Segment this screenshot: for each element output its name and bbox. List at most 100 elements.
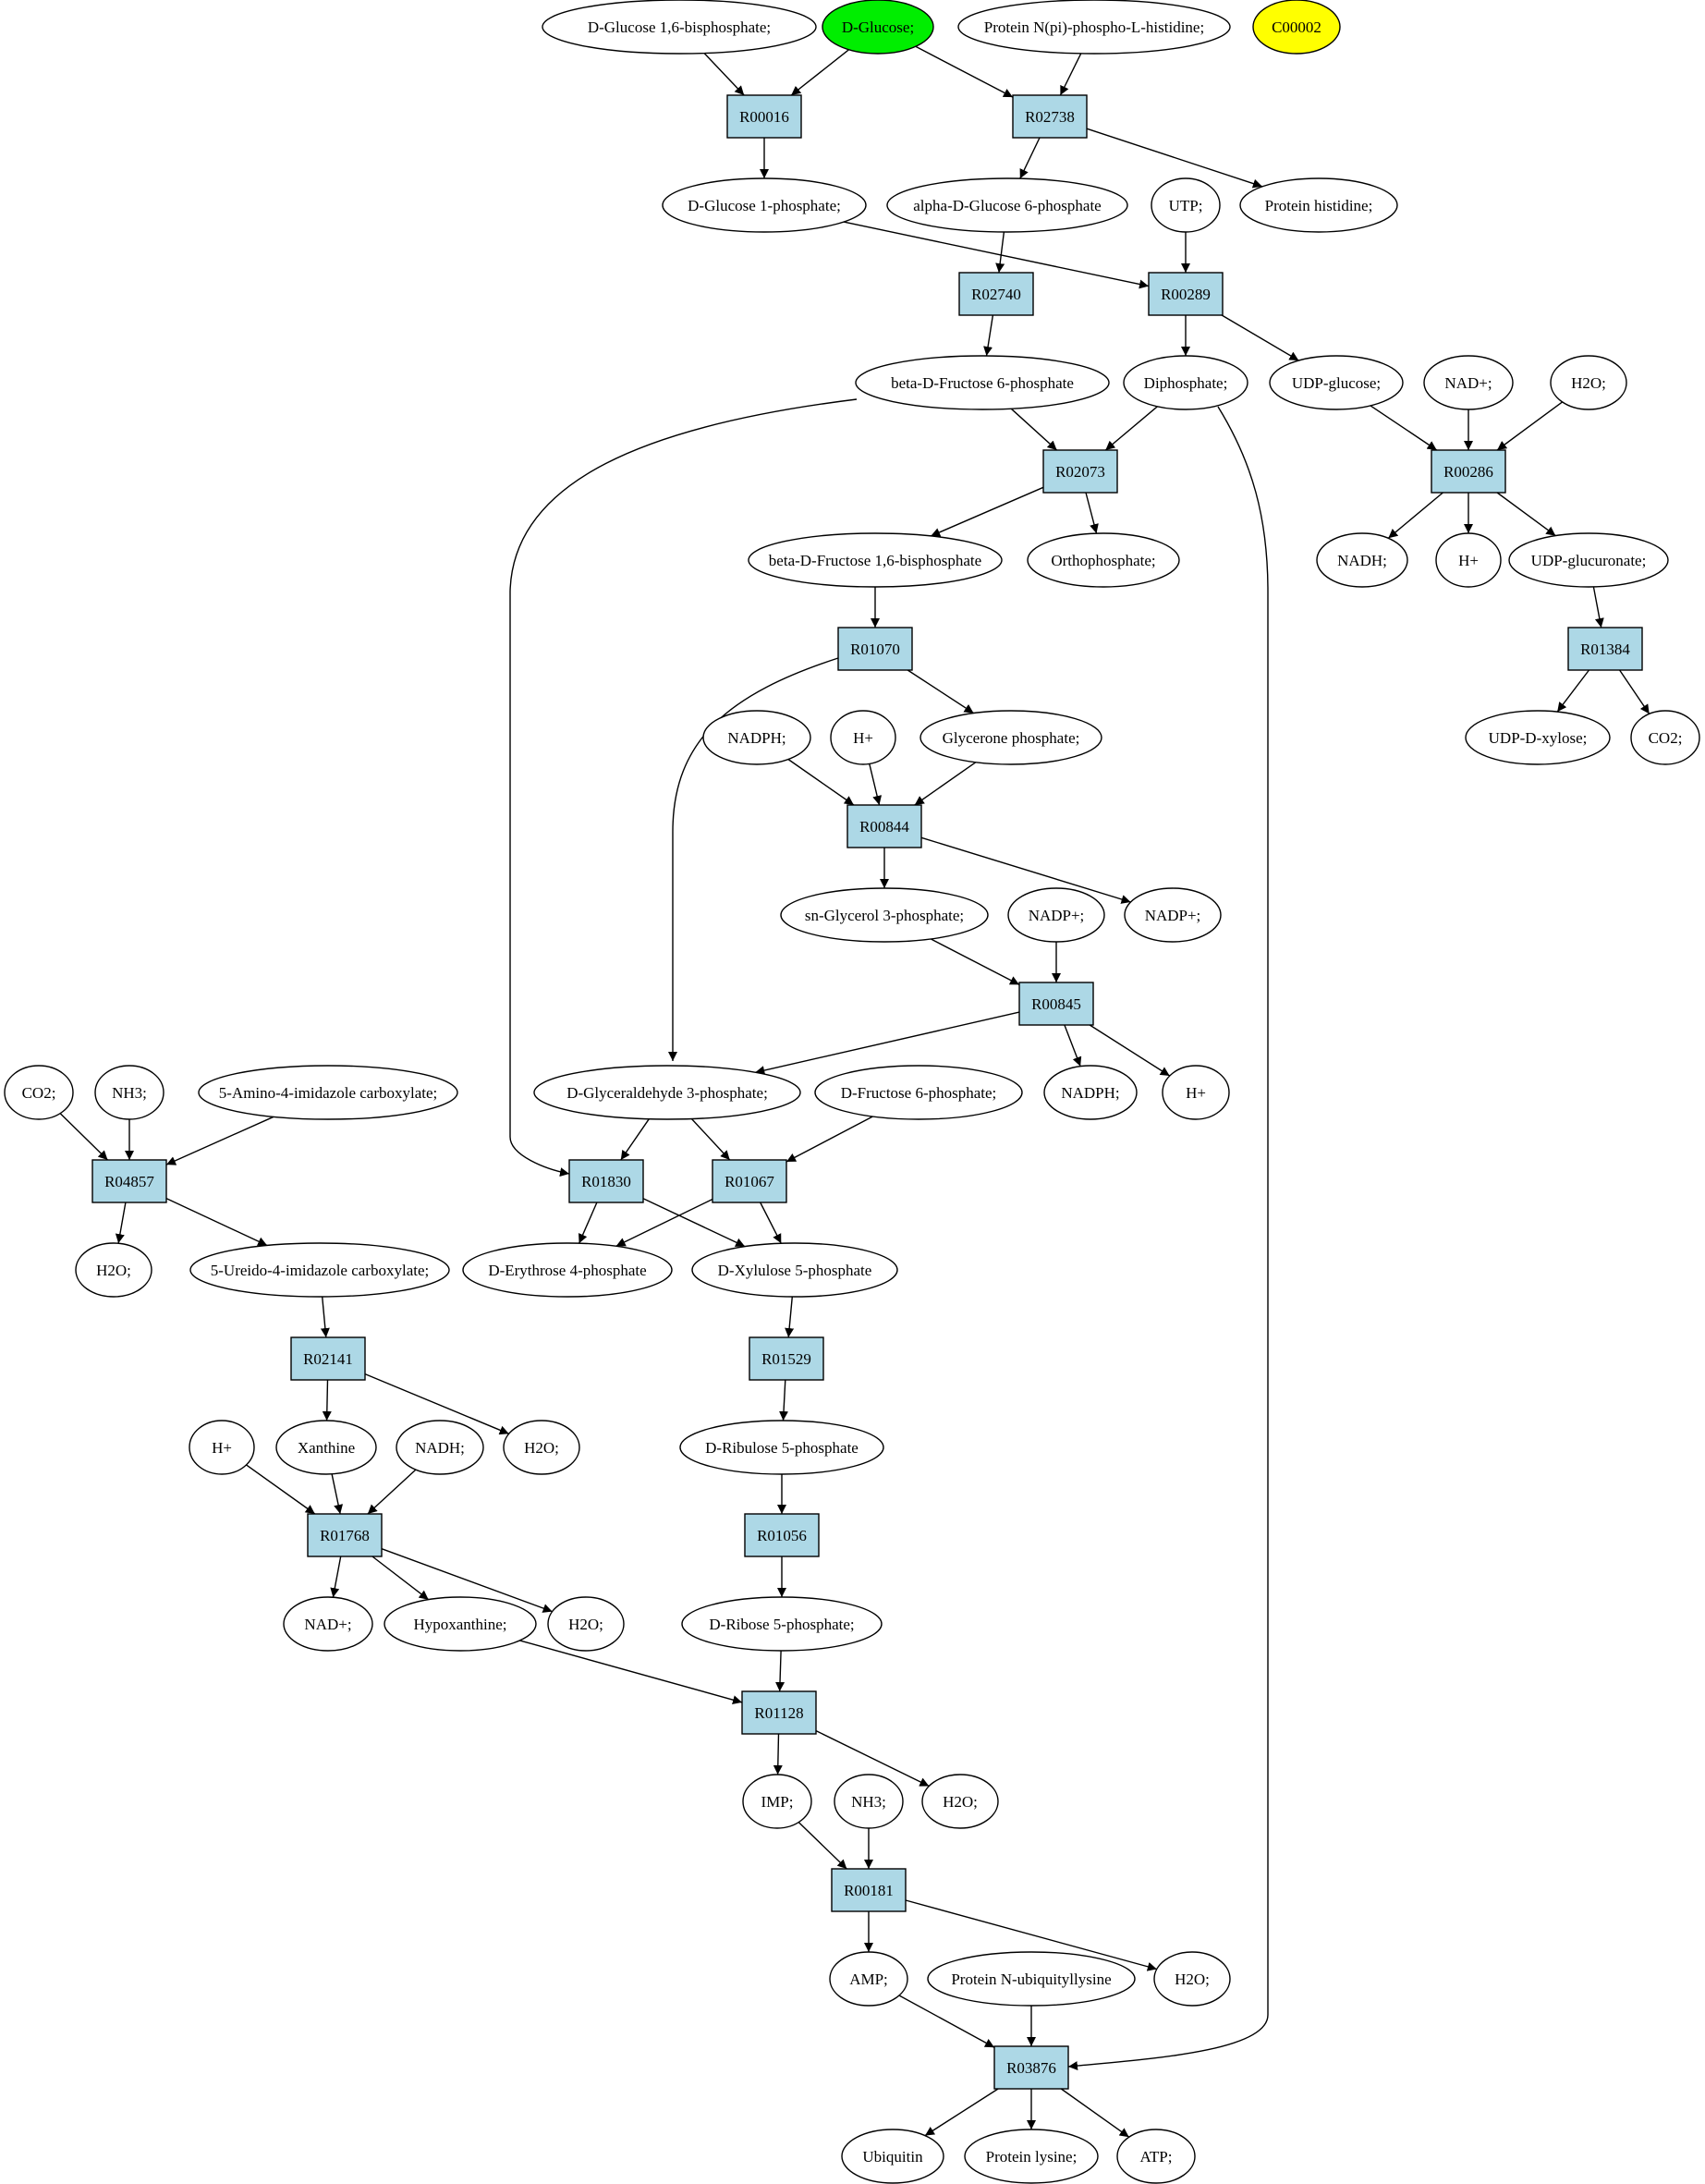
compound-node-c_nadph1[interactable]: NADPH; xyxy=(702,710,811,765)
compound-node-c_nad1[interactable]: NAD+; xyxy=(1423,355,1514,410)
compound-ellipse xyxy=(1151,177,1221,233)
reaction-node-r_R01056[interactable]: R01056 xyxy=(744,1513,820,1557)
reaction-node-r_R01768[interactable]: R01768 xyxy=(307,1513,383,1557)
compound-node-c_pnph[interactable]: Protein N(pi)-phospho-L-histidine; xyxy=(957,0,1231,55)
compound-ellipse xyxy=(1124,887,1222,943)
compound-node-c_g16bp[interactable]: D-Glucose 1,6-bisphosphate; xyxy=(542,0,817,55)
compound-node-c_udpglc[interactable]: UDP-glucose; xyxy=(1269,355,1404,410)
reaction-node-r_R00844[interactable]: R00844 xyxy=(846,804,922,848)
compound-node-c_nh3b[interactable]: NH3; xyxy=(834,1774,904,1829)
edge-c_h4-to-r_R01768 xyxy=(246,1464,316,1515)
compound-ellipse xyxy=(1252,0,1341,55)
node-label: beta-D-Fructose 1,6-bisphosphate xyxy=(769,552,981,569)
reaction-node-r_R00286[interactable]: R00286 xyxy=(1431,449,1506,494)
compound-node-c_nadp1[interactable]: NADP+; xyxy=(1007,887,1105,943)
compound-node-c_ortho[interactable]: Orthophosphate; xyxy=(1027,532,1180,588)
compound-node-c_uica[interactable]: 5-Ureido-4-imidazole carboxylate; xyxy=(189,1242,450,1298)
compound-node-c_phis[interactable]: Protein histidine; xyxy=(1239,177,1398,233)
compound-node-c_nh3a[interactable]: NH3; xyxy=(94,1065,164,1120)
compound-node-c_nadh1[interactable]: NADH; xyxy=(1316,532,1408,588)
reaction-node-r_R01067[interactable]: R01067 xyxy=(712,1159,787,1203)
reaction-box xyxy=(1148,272,1224,316)
reaction-node-r_R00289[interactable]: R00289 xyxy=(1148,272,1224,316)
compound-node-c_glc[interactable]: D-Glucose; xyxy=(822,0,934,55)
reaction-node-r_R02738[interactable]: R02738 xyxy=(1012,94,1088,139)
reaction-node-r_R01384[interactable]: R01384 xyxy=(1567,627,1643,671)
compound-node-c_ga3p[interactable]: D-Glyceraldehyde 3-phosphate; xyxy=(533,1065,801,1120)
compound-node-c_bf6p[interactable]: beta-D-Fructose 6-phosphate xyxy=(855,355,1110,410)
reaction-box xyxy=(749,1336,824,1381)
compound-node-c_hyp[interactable]: Hypoxanthine; xyxy=(384,1596,537,1652)
compound-node-c_atp[interactable]: ATP; xyxy=(1116,2129,1196,2184)
compound-node-c_gly3p[interactable]: Glycerone phosphate; xyxy=(919,710,1102,765)
compound-node-c_h2o5[interactable]: H2O; xyxy=(921,1774,999,1829)
reaction-node-r_R04857[interactable]: R04857 xyxy=(91,1159,167,1203)
compound-ellipse xyxy=(780,887,989,943)
compound-node-c_r5p[interactable]: D-Ribose 5-phosphate; xyxy=(681,1596,883,1652)
compound-node-c_h2[interactable]: H+ xyxy=(830,710,896,765)
compound-node-c_ag6p[interactable]: alpha-D-Glucose 6-phosphate xyxy=(886,177,1128,233)
compound-node-c_h2o2[interactable]: H2O; xyxy=(75,1242,152,1298)
compound-node-c_imp[interactable]: IMP; xyxy=(742,1774,812,1829)
compound-ellipse xyxy=(1630,710,1700,765)
compound-ellipse xyxy=(1465,710,1611,765)
reaction-node-r_R02073[interactable]: R02073 xyxy=(1042,449,1118,494)
compound-node-c_nadph2[interactable]: NADPH; xyxy=(1043,1065,1138,1120)
compound-node-c_pnub[interactable]: Protein N-ubiquityllysine xyxy=(927,1951,1136,2007)
compound-node-c_sng3p[interactable]: sn-Glycerol 3-phosphate; xyxy=(780,887,989,943)
node-label: alpha-D-Glucose 6-phosphate xyxy=(913,197,1101,214)
node-label: D-Glucose 1-phosphate; xyxy=(688,197,841,214)
reaction-node-r_R00845[interactable]: R00845 xyxy=(1018,982,1094,1026)
compound-node-c_h4[interactable]: H+ xyxy=(189,1420,255,1475)
compound-node-c_c00002[interactable]: C00002 xyxy=(1252,0,1341,55)
compound-ellipse xyxy=(1508,532,1669,588)
reaction-node-r_R01529[interactable]: R01529 xyxy=(749,1336,824,1381)
compound-node-c_plys[interactable]: Protein lysine; xyxy=(964,2129,1099,2184)
compound-node-c_ubq[interactable]: Ubiquitin xyxy=(841,2129,944,2184)
reaction-node-r_R00181[interactable]: R00181 xyxy=(831,1868,907,1912)
reaction-node-r_R00016[interactable]: R00016 xyxy=(726,94,802,139)
node-label: R00181 xyxy=(844,1882,894,1899)
compound-node-c_diph[interactable]: Diphosphate; xyxy=(1123,355,1248,410)
node-label: UDP-glucose; xyxy=(1292,374,1381,392)
compound-node-c_utp[interactable]: UTP; xyxy=(1151,177,1221,233)
reaction-node-r_R01830[interactable]: R01830 xyxy=(568,1159,644,1203)
compound-ellipse xyxy=(1027,532,1180,588)
compound-node-c_h1[interactable]: H+ xyxy=(1435,532,1502,588)
compound-node-c_h3[interactable]: H+ xyxy=(1162,1065,1230,1120)
compound-node-c_aica[interactable]: 5-Amino-4-imidazole carboxylate; xyxy=(198,1065,458,1120)
compound-node-c_ru5p[interactable]: D-Ribulose 5-phosphate xyxy=(679,1420,884,1475)
compound-node-c_f6p[interactable]: D-Fructose 6-phosphate; xyxy=(814,1065,1023,1120)
node-label: 5-Ureido-4-imidazole carboxylate; xyxy=(211,1262,429,1279)
compound-node-c_h2o4[interactable]: H2O; xyxy=(547,1596,625,1652)
compound-node-c_x5p[interactable]: D-Xylulose 5-phosphate xyxy=(691,1242,898,1298)
reaction-node-r_R01128[interactable]: R01128 xyxy=(741,1690,817,1735)
compound-node-c_amp[interactable]: AMP; xyxy=(829,1951,908,2007)
compound-node-c_h2o1[interactable]: H2O; xyxy=(1550,355,1627,410)
compound-node-c_co2b[interactable]: CO2; xyxy=(1630,710,1700,765)
compound-node-c_e4p[interactable]: D-Erythrose 4-phosphate xyxy=(462,1242,673,1298)
reaction-node-r_R01070[interactable]: R01070 xyxy=(837,627,913,671)
compound-node-c_xan[interactable]: Xanthine xyxy=(275,1420,377,1475)
compound-ellipse xyxy=(1123,355,1248,410)
compound-node-c_udpgluc[interactable]: UDP-glucuronate; xyxy=(1508,532,1669,588)
edge-r_R01830-to-c_e4p xyxy=(578,1202,598,1244)
edge-c_h2o1-to-r_R00286 xyxy=(1496,401,1564,451)
compound-node-c_nadh2[interactable]: NADH; xyxy=(396,1420,484,1475)
compound-node-c_co2a[interactable]: CO2; xyxy=(4,1065,74,1120)
compound-node-c_nadp2[interactable]: NADP+; xyxy=(1124,887,1222,943)
compound-node-c_h2o3[interactable]: H2O; xyxy=(503,1420,580,1475)
compound-node-c_h2o6[interactable]: H2O; xyxy=(1153,1951,1231,2007)
compound-node-c_bf16bp[interactable]: beta-D-Fructose 1,6-bisphosphate xyxy=(748,532,1003,588)
compound-ellipse xyxy=(1043,1065,1138,1120)
compound-node-c_nad2[interactable]: NAD+; xyxy=(283,1596,373,1652)
reaction-node-r_R02740[interactable]: R02740 xyxy=(958,272,1034,316)
reaction-box xyxy=(837,627,913,671)
reaction-node-r_R02141[interactable]: R02141 xyxy=(290,1336,366,1381)
node-label: D-Fructose 6-phosphate; xyxy=(841,1084,997,1102)
compound-node-c_udpxyl[interactable]: UDP-D-xylose; xyxy=(1465,710,1611,765)
compound-node-c_g1p[interactable]: D-Glucose 1-phosphate; xyxy=(662,177,867,233)
edge-c_udpglc-to-r_R00286 xyxy=(1370,405,1438,451)
reaction-node-r_R03876[interactable]: R03876 xyxy=(993,2045,1069,2090)
node-label: H2O; xyxy=(568,1616,603,1633)
